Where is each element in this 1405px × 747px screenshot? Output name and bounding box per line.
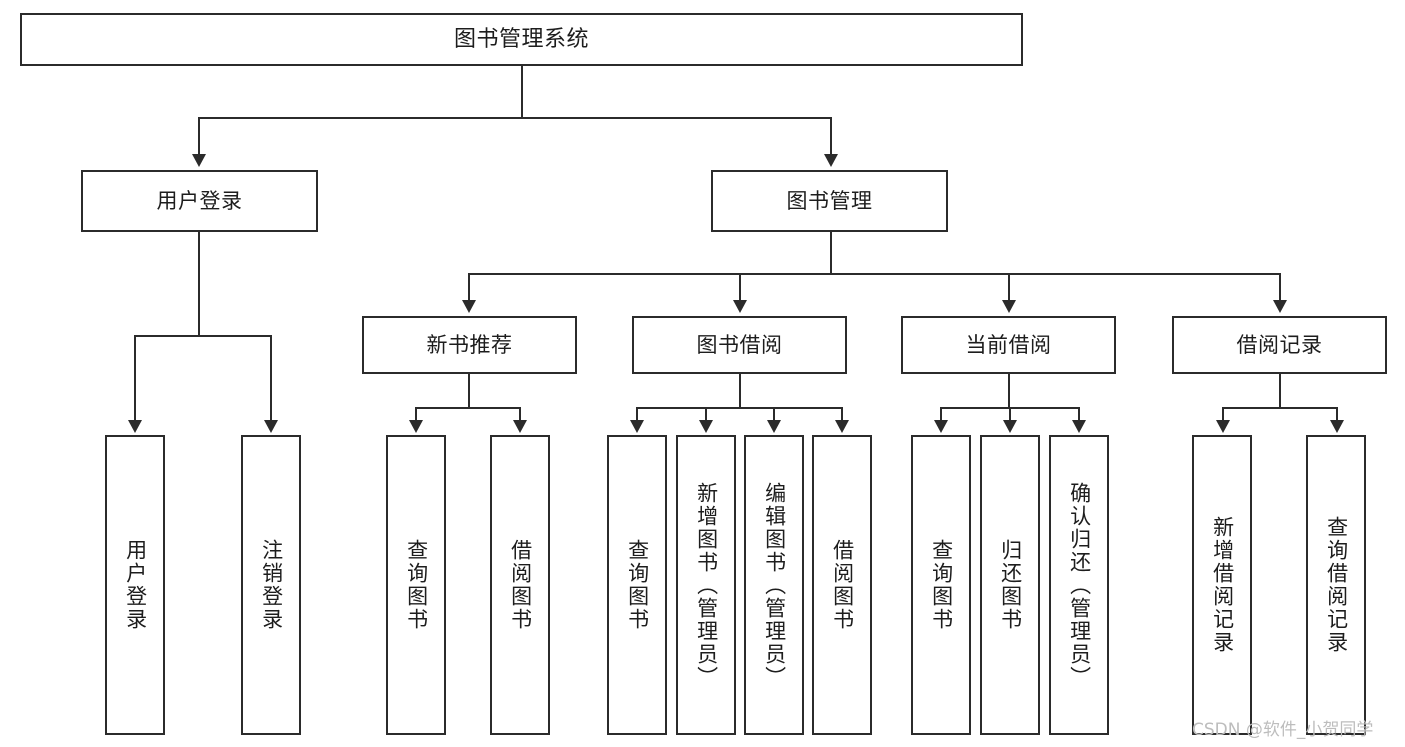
- connector-bb-to-leaf-4: [841, 407, 843, 421]
- leaf-br-add-record[interactable]: 新增借阅记录: [1192, 435, 1252, 735]
- arrowhead-br-add-record: [1216, 420, 1230, 433]
- leaf-bb-query-book[interactable]: 查询图书: [607, 435, 667, 735]
- connector-book-management-bar: [468, 273, 1281, 275]
- connector-cb-to-leaf-3: [1078, 407, 1080, 421]
- arrowhead-book-borrow: [733, 300, 747, 313]
- connector-bm-to-new-book: [468, 273, 470, 301]
- node-label: 查询借阅记录: [1324, 516, 1349, 654]
- node-current-borrow[interactable]: 当前借阅: [901, 316, 1116, 374]
- node-root-book-management-system[interactable]: 图书管理系统: [20, 13, 1023, 66]
- leaf-bb-borrow-book[interactable]: 借阅图书: [812, 435, 872, 735]
- leaf-cb-query-book[interactable]: 查询图书: [911, 435, 971, 735]
- node-label: 图书管理系统: [453, 26, 589, 52]
- connector-cb-to-leaf-1: [940, 407, 942, 421]
- connector-bm-to-book-borrow: [739, 273, 741, 301]
- arrowhead-bb-borrow-book: [835, 420, 849, 433]
- connector-user-login-bar: [134, 335, 272, 337]
- leaf-bb-add-book[interactable]: 新增图书（管理员）: [676, 435, 736, 735]
- connector-user-login-stem: [198, 232, 200, 336]
- arrowhead-br-query-record: [1330, 420, 1344, 433]
- node-label: 归还图书: [998, 539, 1023, 631]
- leaf-bb-edit-book[interactable]: 编辑图书（管理员）: [744, 435, 804, 735]
- connector-br-bar: [1222, 407, 1338, 409]
- connector-nbr-to-leaf-2: [519, 407, 521, 421]
- node-label: 查询图书: [929, 539, 954, 631]
- node-label: 图书管理: [786, 188, 873, 213]
- arrowhead-nbr-borrow-book: [513, 420, 527, 433]
- node-label: 新增图书（管理员）: [694, 481, 719, 689]
- node-label: 借阅图书: [830, 539, 855, 631]
- connector-br-to-leaf-2: [1336, 407, 1338, 421]
- arrowhead-new-book-recommend: [462, 300, 476, 313]
- connector-bb-to-leaf-1: [636, 407, 638, 421]
- arrowhead-cb-return-book: [1003, 420, 1017, 433]
- watermark-text: CSDN @软件_小贺同学: [1192, 720, 1374, 740]
- arrowhead-nbr-query-book: [409, 420, 423, 433]
- leaf-br-query-record[interactable]: 查询借阅记录: [1306, 435, 1366, 735]
- arrowhead-leaf-user-login: [128, 420, 142, 433]
- connector-root-stem: [521, 66, 523, 118]
- node-label: 新增借阅记录: [1210, 516, 1235, 654]
- arrowhead-cb-query-book: [934, 420, 948, 433]
- node-label: 当前借阅: [965, 332, 1052, 357]
- connector-nbr-to-leaf-1: [415, 407, 417, 421]
- arrowhead-leaf-logout: [264, 420, 278, 433]
- connector-cb-stem: [1008, 374, 1010, 408]
- arrowhead-borrow-record: [1273, 300, 1287, 313]
- connector-root-bar: [198, 117, 832, 119]
- node-new-book-recommend[interactable]: 新书推荐: [362, 316, 577, 374]
- connector-bb-to-leaf-3: [773, 407, 775, 421]
- leaf-cb-confirm-return[interactable]: 确认归还（管理员）: [1049, 435, 1109, 735]
- arrowhead-bb-edit-book: [767, 420, 781, 433]
- connector-user-login-to-leaf-2: [270, 335, 272, 421]
- connector-bb-bar: [636, 407, 843, 409]
- leaf-cb-return-book[interactable]: 归还图书: [980, 435, 1040, 735]
- leaf-logout[interactable]: 注销登录: [241, 435, 301, 735]
- arrowhead-book-management: [824, 154, 838, 167]
- connector-br-stem: [1279, 374, 1281, 408]
- node-label: 用户登录: [123, 539, 148, 631]
- connector-root-to-book-management: [830, 117, 832, 155]
- connector-bb-stem: [739, 374, 741, 408]
- connector-bm-to-borrow-record: [1279, 273, 1281, 301]
- connector-cb-to-leaf-2: [1009, 407, 1011, 421]
- connector-nbr-stem: [468, 374, 470, 408]
- node-borrow-record[interactable]: 借阅记录: [1172, 316, 1387, 374]
- node-label: 注销登录: [259, 539, 284, 631]
- node-book-borrow[interactable]: 图书借阅: [632, 316, 847, 374]
- leaf-user-login[interactable]: 用户登录: [105, 435, 165, 735]
- connector-book-management-stem: [830, 232, 832, 274]
- node-label: 查询图书: [625, 539, 650, 631]
- arrowhead-user-login: [192, 154, 206, 167]
- node-label: 新书推荐: [426, 332, 513, 357]
- connector-br-to-leaf-1: [1222, 407, 1224, 421]
- arrowhead-bb-add-book: [699, 420, 713, 433]
- node-label: 确认归还（管理员）: [1067, 481, 1092, 689]
- node-label: 借阅图书: [508, 539, 533, 631]
- connector-bb-to-leaf-2: [705, 407, 707, 421]
- connector-user-login-to-leaf-1: [134, 335, 136, 421]
- node-label: 图书借阅: [696, 332, 783, 357]
- connector-root-to-user-login: [198, 117, 200, 155]
- node-book-management[interactable]: 图书管理: [711, 170, 948, 232]
- node-label: 查询图书: [404, 539, 429, 631]
- node-label: 借阅记录: [1236, 332, 1323, 357]
- arrowhead-bb-query-book: [630, 420, 644, 433]
- node-user-login[interactable]: 用户登录: [81, 170, 318, 232]
- leaf-nbr-query-book[interactable]: 查询图书: [386, 435, 446, 735]
- leaf-nbr-borrow-book[interactable]: 借阅图书: [490, 435, 550, 735]
- connector-nbr-bar: [415, 407, 521, 409]
- arrowhead-current-borrow: [1002, 300, 1016, 313]
- node-label: 用户登录: [156, 188, 243, 213]
- arrowhead-cb-confirm-return: [1072, 420, 1086, 433]
- node-label: 编辑图书（管理员）: [762, 481, 787, 689]
- connector-bm-to-current-borrow: [1008, 273, 1010, 301]
